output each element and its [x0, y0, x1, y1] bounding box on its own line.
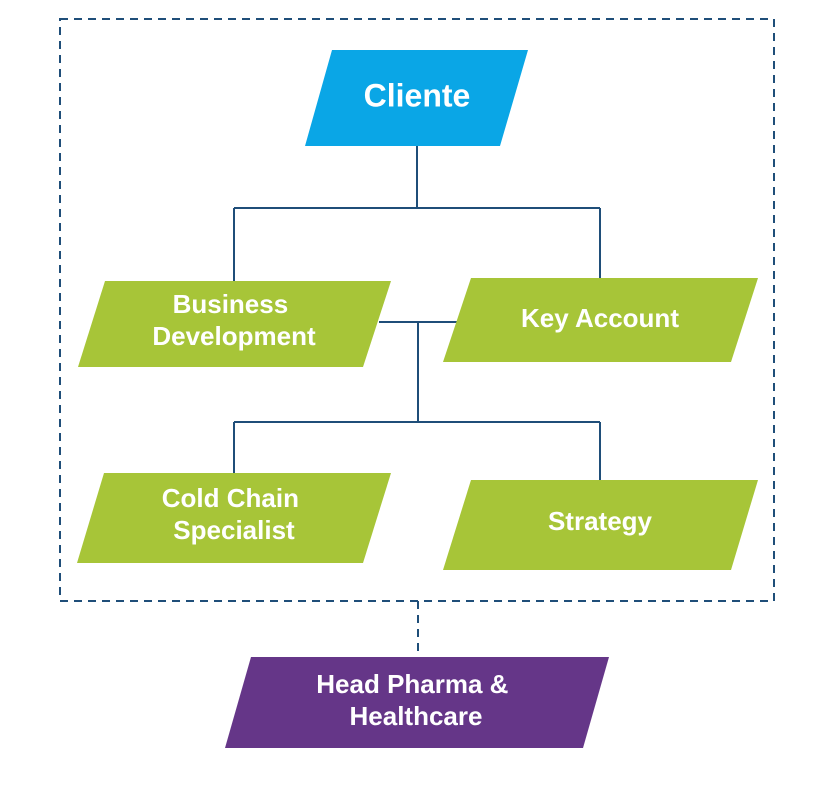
node-business-development-line2: Development [152, 321, 316, 351]
node-head-pharma-healthcare: Head Pharma & Healthcare [225, 657, 609, 748]
node-head-pharma-healthcare-label: Head Pharma & Healthcare [316, 669, 515, 731]
node-cold-chain-specialist-shape [77, 473, 391, 563]
node-cliente-shape [305, 50, 528, 146]
node-head-pharma-healthcare-line2: Healthcare [350, 701, 483, 731]
node-cold-chain-specialist-line1: Cold Chain [162, 483, 299, 513]
node-cliente: Cliente [305, 50, 528, 146]
node-key-account: Key Account [443, 278, 758, 362]
connector-lines [233, 146, 601, 480]
node-business-development-label: Business Development [152, 289, 316, 351]
node-strategy-label: Strategy [548, 506, 653, 536]
node-head-pharma-healthcare-shape [225, 657, 609, 748]
node-business-development-shape [78, 281, 391, 367]
node-strategy-shape [443, 480, 758, 570]
node-cliente-label: Cliente [364, 77, 471, 113]
node-head-pharma-healthcare-line1: Head Pharma & [316, 669, 508, 699]
node-business-development: Business Development [78, 281, 391, 367]
node-key-account-label: Key Account [521, 303, 679, 333]
node-key-account-shape [443, 278, 758, 362]
node-cold-chain-specialist-label: Cold Chain Specialist [162, 483, 306, 545]
node-cold-chain-specialist-line2: Specialist [173, 515, 295, 545]
node-cold-chain-specialist: Cold Chain Specialist [77, 473, 391, 563]
node-business-development-line1: Business [173, 289, 289, 319]
node-strategy: Strategy [443, 480, 758, 570]
